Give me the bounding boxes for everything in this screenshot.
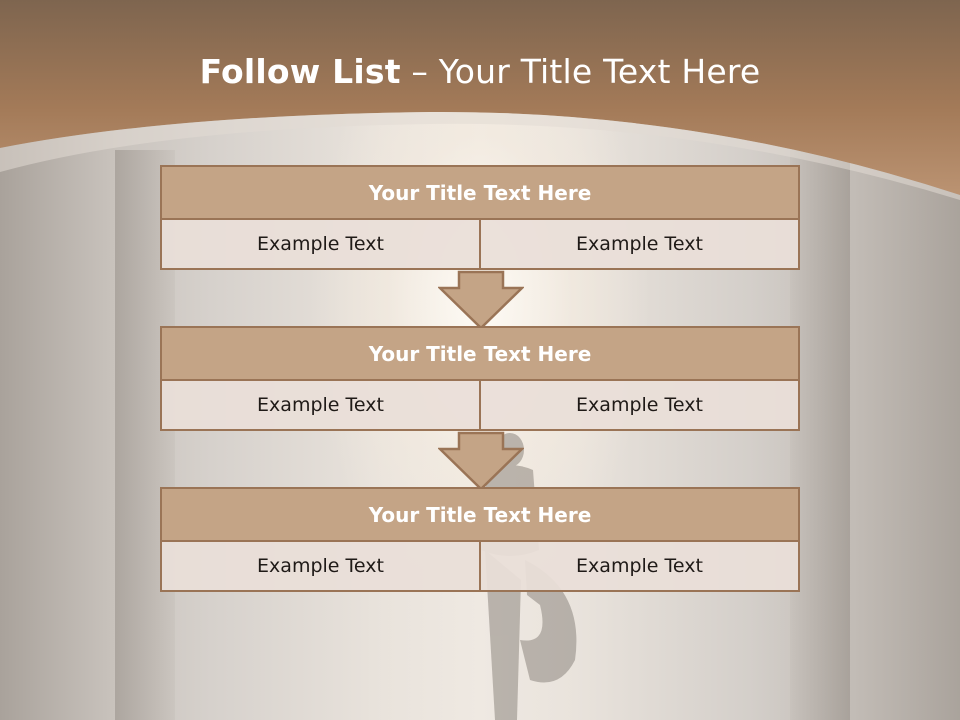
block-cell-right: Example Text bbox=[481, 381, 800, 431]
block-title: Your Title Text Here bbox=[160, 326, 800, 381]
block-cell-left: Example Text bbox=[160, 542, 481, 592]
block-cell-left: Example Text bbox=[160, 381, 481, 431]
list-block-1: Your Title Text Here Example Text Exampl… bbox=[160, 165, 800, 270]
slide-title: Follow List – Your Title Text Here bbox=[0, 52, 960, 91]
list-block-2: Your Title Text Here Example Text Exampl… bbox=[160, 326, 800, 431]
down-arrow-icon bbox=[438, 431, 524, 491]
down-arrow-icon bbox=[438, 270, 524, 330]
header-band bbox=[0, 0, 960, 200]
block-cell-left: Example Text bbox=[160, 220, 481, 270]
right-doorway-pillar bbox=[790, 150, 850, 720]
block-row: Example Text Example Text bbox=[160, 542, 800, 592]
title-bold: Follow List bbox=[199, 52, 401, 91]
block-cell-right: Example Text bbox=[481, 542, 800, 592]
block-row: Example Text Example Text bbox=[160, 220, 800, 270]
block-title: Your Title Text Here bbox=[160, 165, 800, 220]
block-title: Your Title Text Here bbox=[160, 487, 800, 542]
block-row: Example Text Example Text bbox=[160, 381, 800, 431]
title-rest: – Your Title Text Here bbox=[400, 52, 761, 91]
list-block-3: Your Title Text Here Example Text Exampl… bbox=[160, 487, 800, 592]
block-cell-right: Example Text bbox=[481, 220, 800, 270]
